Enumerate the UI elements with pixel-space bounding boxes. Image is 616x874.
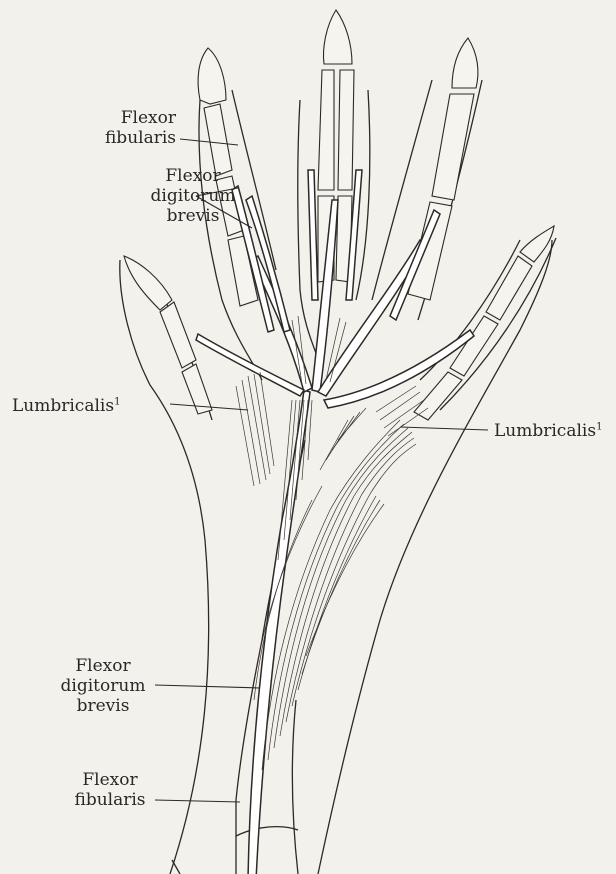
label-lumbricalis-right: Lumbricalis1	[494, 421, 614, 441]
label-line: Flexor	[62, 770, 158, 790]
label-line: fibularis	[60, 128, 176, 148]
flexor-digitorum-brevis-tendons	[232, 170, 440, 332]
label-flexor-fibularis-bottom: Flexor fibularis	[62, 770, 158, 810]
label-text: Lumbricalis	[494, 421, 596, 441]
label-line: fibularis	[62, 790, 158, 810]
label-flexor-digitorum-brevis-bottom: Flexor digitorum brevis	[50, 656, 156, 716]
label-line: Flexor	[50, 656, 156, 676]
label-footnote-mark: 1	[596, 421, 602, 432]
label-line: digitorum	[50, 676, 156, 696]
label-line: digitorum	[128, 186, 258, 206]
label-lumbricalis-left: Lumbricalis1	[12, 396, 182, 416]
label-line: brevis	[50, 696, 156, 716]
label-footnote-mark: 1	[114, 396, 120, 407]
label-line: brevis	[128, 206, 258, 226]
leader-flexor-fibularis-bottom	[155, 800, 240, 802]
label-line: Flexor	[128, 166, 258, 186]
leader-flexor-digitorum-brevis-bottom	[155, 685, 260, 688]
leader-flexor-fibularis-top	[180, 139, 238, 145]
label-line: Flexor	[60, 108, 176, 128]
label-text: Lumbricalis	[12, 396, 114, 416]
label-flexor-digitorum-brevis-top: Flexor digitorum brevis	[128, 166, 258, 226]
flexor-fibularis-tendons	[196, 200, 474, 874]
label-flexor-fibularis-top: Flexor fibularis	[60, 108, 176, 148]
leader-lumbricalis-right	[400, 427, 488, 430]
lumbricalis-muscles	[236, 372, 428, 486]
